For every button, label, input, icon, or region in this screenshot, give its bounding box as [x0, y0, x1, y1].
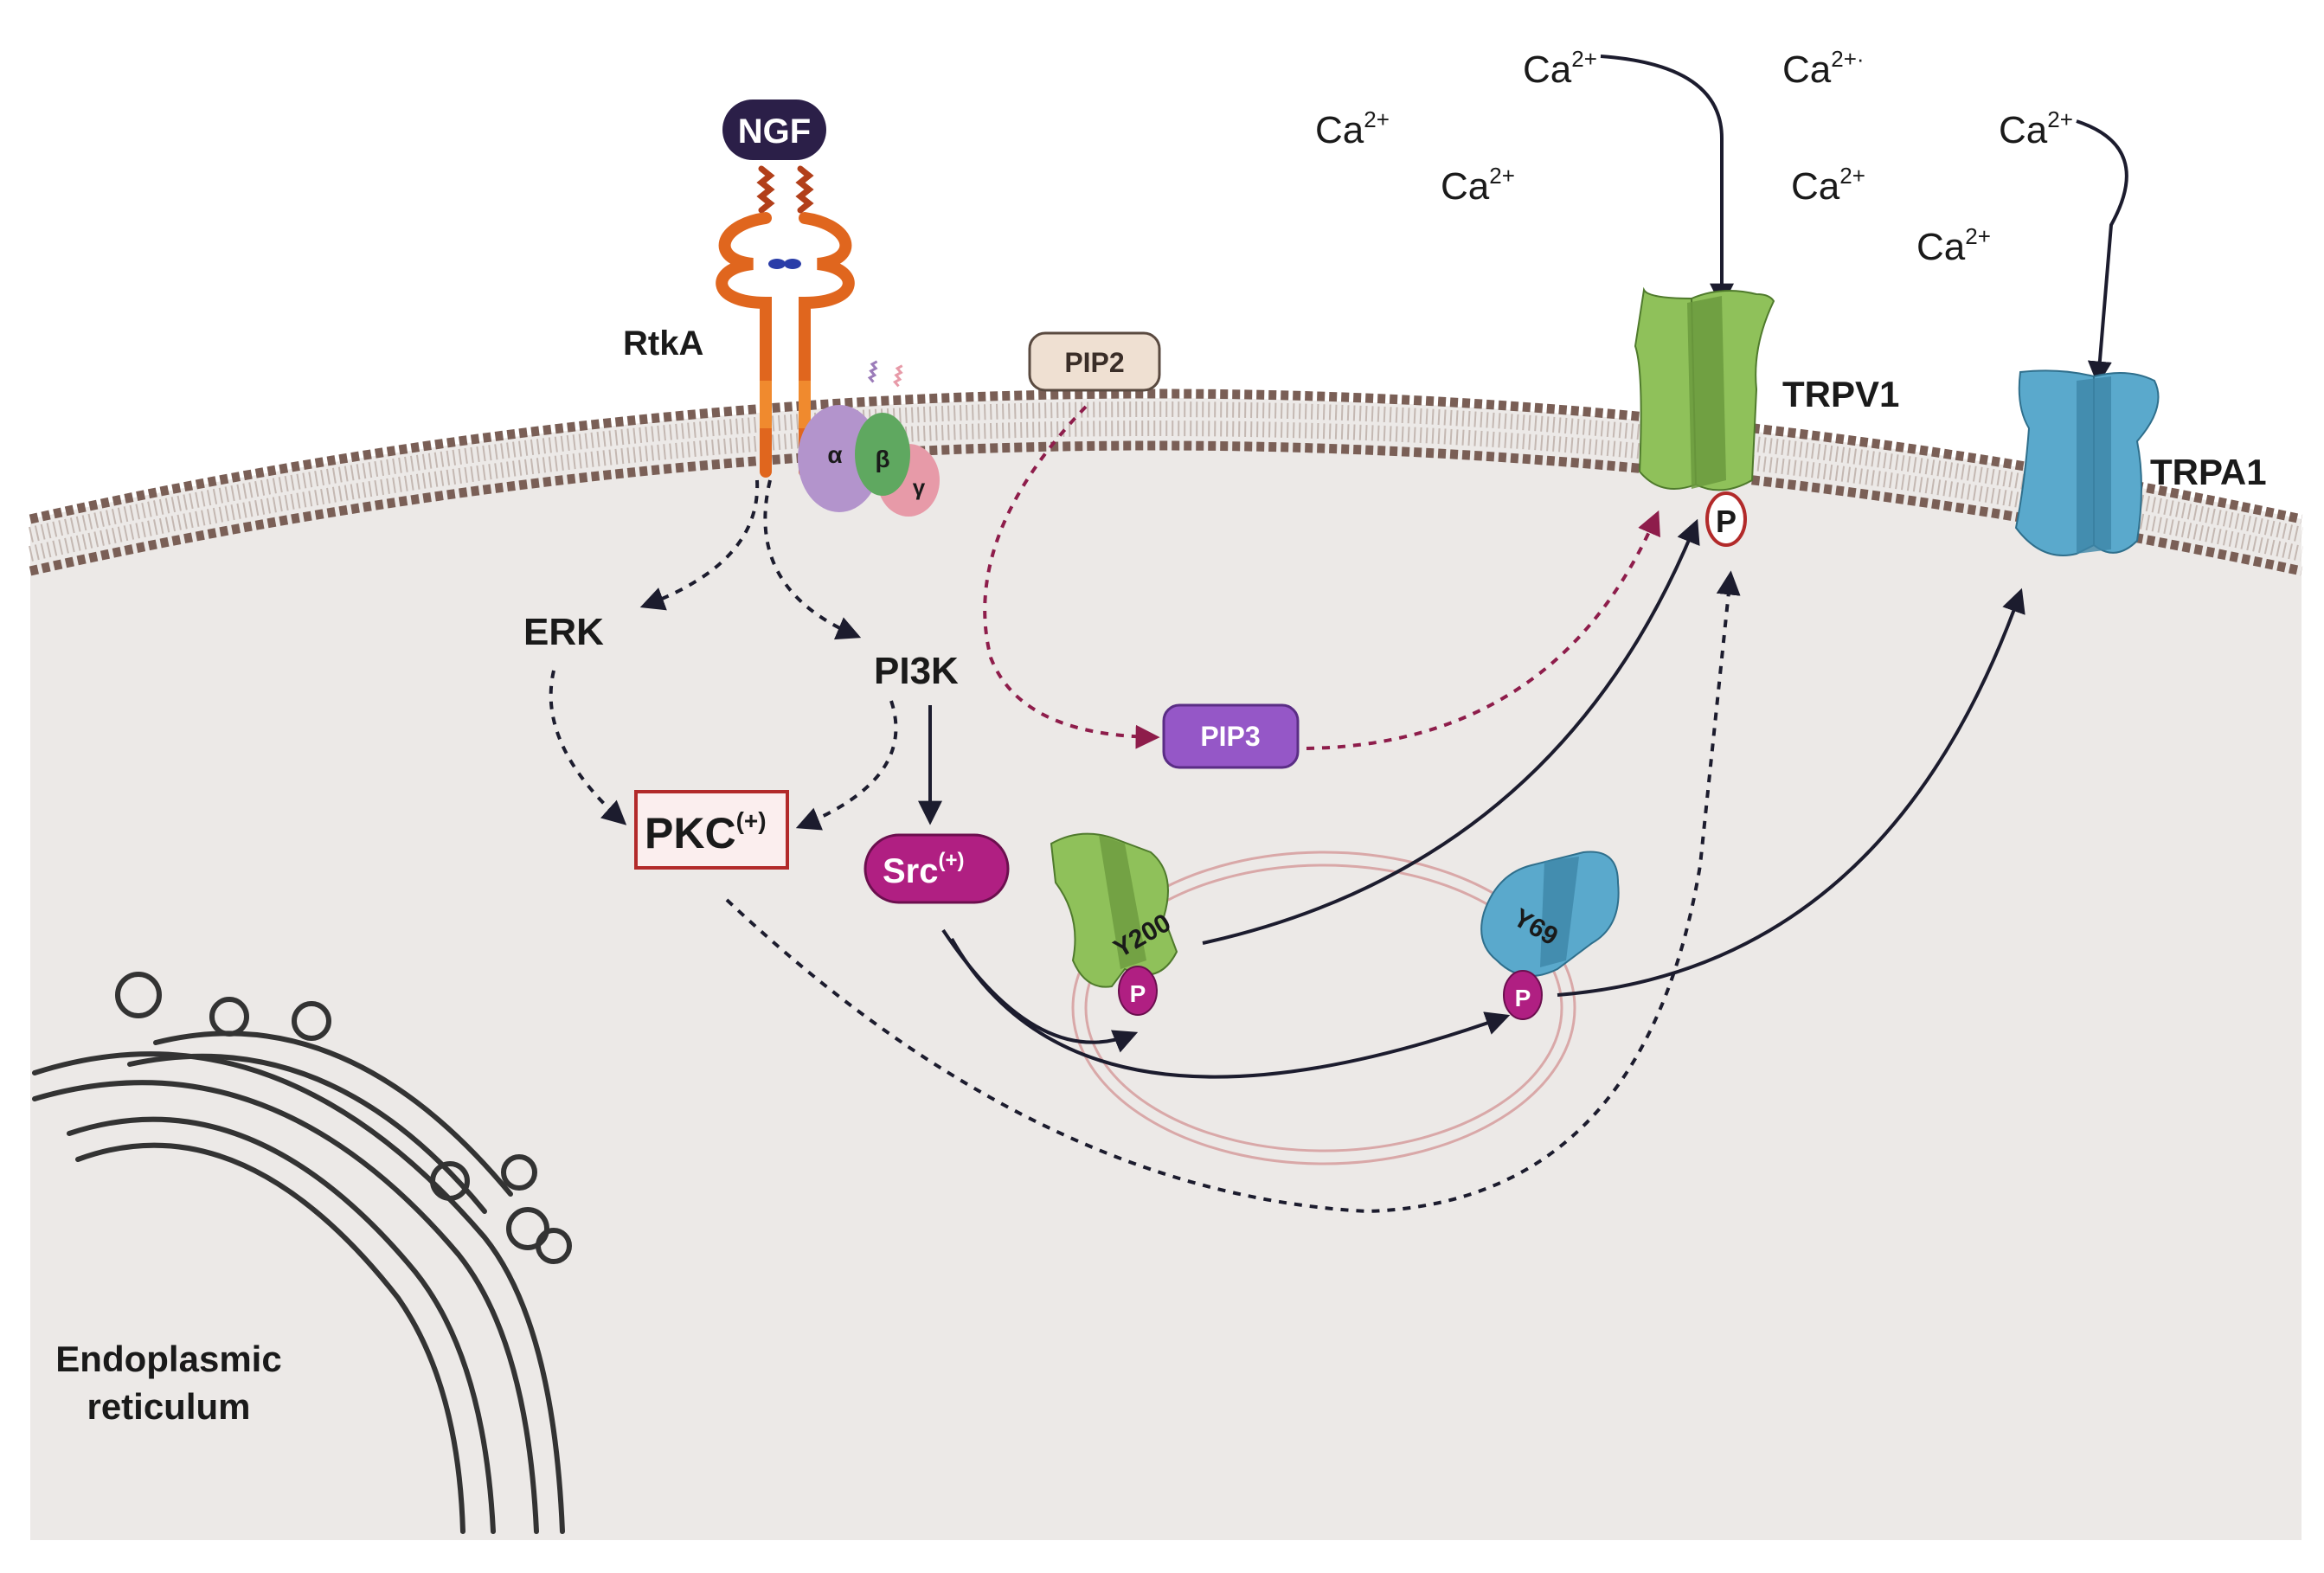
svg-text:PIP3: PIP3: [1200, 721, 1260, 752]
ca-ion: Ca2+·: [1782, 46, 1865, 91]
g-protein: α β γ: [798, 360, 940, 517]
pip2-node: PIP2: [1028, 331, 1161, 392]
trpv1-label: TRPV1: [1782, 374, 1899, 414]
er-label-line1: Endoplasmic: [55, 1339, 281, 1379]
pkc-node: PKC(+): [634, 790, 789, 870]
endoplasmic-reticulum: [32, 972, 572, 1534]
cytoplasm: [30, 398, 2302, 1540]
svg-text:γ: γ: [913, 474, 926, 500]
vesicle: [1071, 851, 1576, 1165]
svg-text:P: P: [1515, 985, 1531, 1011]
trpa1-label: TRPA1: [2150, 452, 2267, 492]
pi3k-label: PI3K: [874, 650, 959, 692]
svg-text:P: P: [1130, 980, 1146, 1007]
ca-influx-arrow-trpv1: [1600, 55, 1734, 308]
erk-label: ERK: [523, 611, 604, 653]
vesicle-trpa1: Y69 P: [1480, 851, 1620, 1020]
ca-ion: Ca2+: [1315, 106, 1390, 151]
svg-text:PKC(+): PKC(+): [645, 807, 767, 857]
ca-ion: Ca2+: [1523, 46, 1597, 91]
ca-ion: Ca2+: [1916, 223, 1991, 268]
ca-ion: Ca2+: [1999, 106, 2073, 151]
trpv1-channel: P: [1634, 286, 1775, 547]
trpa1-channel: [2014, 369, 2160, 556]
svg-text:α: α: [827, 441, 842, 468]
svg-text:P: P: [1716, 504, 1737, 539]
ca-ion: Ca2+: [1791, 163, 1865, 208]
dotted-arrows: [549, 479, 1741, 1214]
ca-ion: Ca2+: [1441, 163, 1515, 208]
rtka-label: RtkA: [623, 324, 703, 363]
ngf-ligand: NGF: [722, 100, 826, 160]
svg-text:Src(+): Src(+): [883, 849, 965, 890]
svg-text:β: β: [875, 446, 889, 472]
rtka-receptor: [716, 165, 855, 478]
calcium-ions: Ca2+ Ca2+· Ca2+ Ca2+ Ca2+ Ca2+ Ca2+: [1315, 46, 2073, 268]
vesicle-trpv1: Y200 P: [1050, 832, 1178, 1016]
svg-text:PIP2: PIP2: [1064, 347, 1124, 378]
membrane-bilayer: [29, 388, 2303, 576]
solid-arrows: [918, 518, 2025, 1079]
src-node: Src(+): [863, 833, 1010, 904]
svg-text:NGF: NGF: [738, 112, 811, 151]
ca-influx-arrow-trpa1: [2076, 119, 2128, 386]
pip3-node: PIP3: [1162, 703, 1300, 769]
magenta-dotted-arrows: [983, 405, 1660, 750]
er-label-line2: reticulum: [87, 1386, 250, 1427]
